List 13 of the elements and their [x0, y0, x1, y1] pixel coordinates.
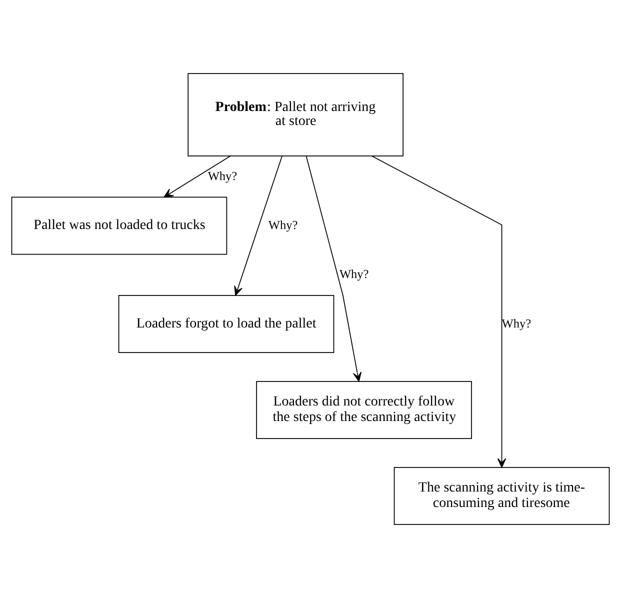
- node-box: Problem: Pallet not arriving at store: [188, 72, 404, 156]
- arrow: [164, 155, 231, 198]
- edge-label: Why?: [339, 266, 369, 281]
- node-box: The scanning activity is time-consuming and tiresome: [394, 466, 610, 524]
- edge-label: Why?: [502, 316, 532, 330]
- arrow: [306, 155, 362, 382]
- arrow: [371, 155, 506, 468]
- node-box: Loaders did not correctly follow the steps of the scanning activity: [256, 380, 472, 438]
- arrow: [234, 155, 282, 296]
- edge-label: Why?: [268, 217, 298, 232]
- edge-label: Why?: [208, 168, 238, 182]
- node-box: Pallet was not loaded to trucks: [11, 196, 228, 254]
- node-box: Loaders forgot to load the pallet: [118, 294, 334, 352]
